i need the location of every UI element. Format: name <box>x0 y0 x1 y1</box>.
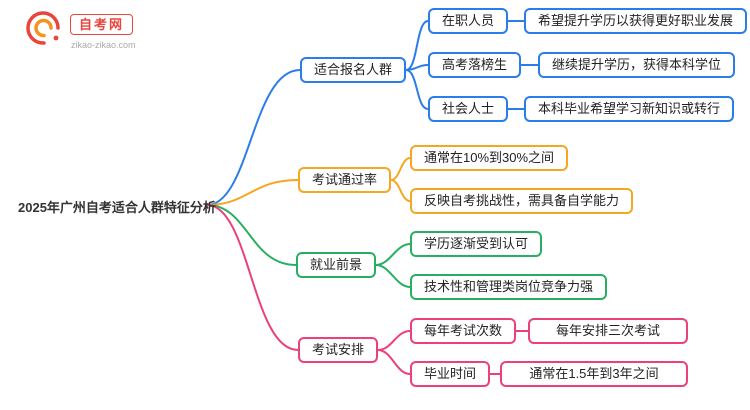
branch-node-suitable-groups: 适合报名人群 <box>300 57 407 83</box>
branch-node-job-outlook: 就业前景 <box>296 252 377 278</box>
root-topic: 2025年广州自考适合人群特征分析 <box>18 200 216 215</box>
detail-node-exam-times: 每年安排三次考试 <box>528 318 688 344</box>
child-node-employed: 在职人员 <box>428 8 509 34</box>
child-node-gaokao-failed: 高考落榜生 <box>428 52 522 78</box>
branch-node-pass-rate: 考试通过率 <box>298 167 392 193</box>
child-node-society: 社会人士 <box>428 96 509 122</box>
logo-icon <box>26 11 60 45</box>
child-node-pass-rate-nature: 反映自考挑战性，需具备自学能力 <box>410 188 634 214</box>
child-node-recognition: 学历逐渐受到认可 <box>410 231 543 257</box>
detail-node-gaokao-failed: 继续提升学历，获得本科学位 <box>538 52 736 78</box>
child-node-pass-rate-range: 通常在10%到30%之间 <box>410 145 569 171</box>
branch-node-exam-schedule: 考试安排 <box>298 337 379 363</box>
site-url: zikao-zikao.com <box>71 40 136 50</box>
detail-node-grad-time: 通常在1.5年到3年之间 <box>500 361 688 387</box>
detail-node-society: 本科毕业希望学习新知识或转行 <box>524 96 735 122</box>
child-node-grad-time: 毕业时间 <box>410 361 491 387</box>
child-node-exam-times: 每年考试次数 <box>410 318 517 344</box>
detail-node-employed: 希望提升学历以获得更好职业发展 <box>524 8 748 34</box>
site-name: 自考网 <box>70 14 134 35</box>
child-node-competitiveness: 技术性和管理类岗位竞争力强 <box>410 274 608 300</box>
